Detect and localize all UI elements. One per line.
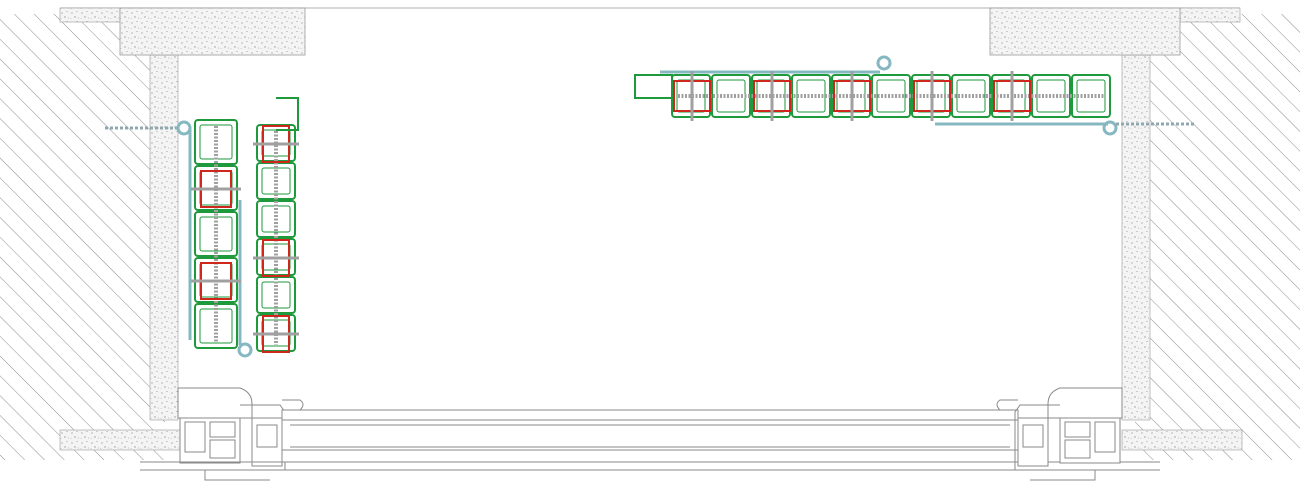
pvc-profile-inner: [956, 79, 986, 113]
window-frame: [140, 387, 1160, 481]
left-reveal: [149, 54, 179, 421]
profile-stacks: [191, 71, 1111, 353]
left-lintel: [119, 7, 306, 56]
hinge-straps: [105, 55, 1195, 358]
hinge-strap-ring: [237, 342, 253, 358]
hinge-strap-ring: [1102, 120, 1118, 136]
hinge-strap-ring: [876, 55, 892, 71]
right-wall: [1121, 7, 1300, 460]
pvc-profile-inner: [876, 79, 906, 113]
left-wall: [0, 7, 181, 460]
profile-cap: [276, 97, 299, 131]
profile-cap: [634, 74, 673, 99]
hinge-strap-ring: [176, 120, 192, 136]
right-lintel: [989, 7, 1181, 56]
right-reveal: [1121, 54, 1151, 421]
